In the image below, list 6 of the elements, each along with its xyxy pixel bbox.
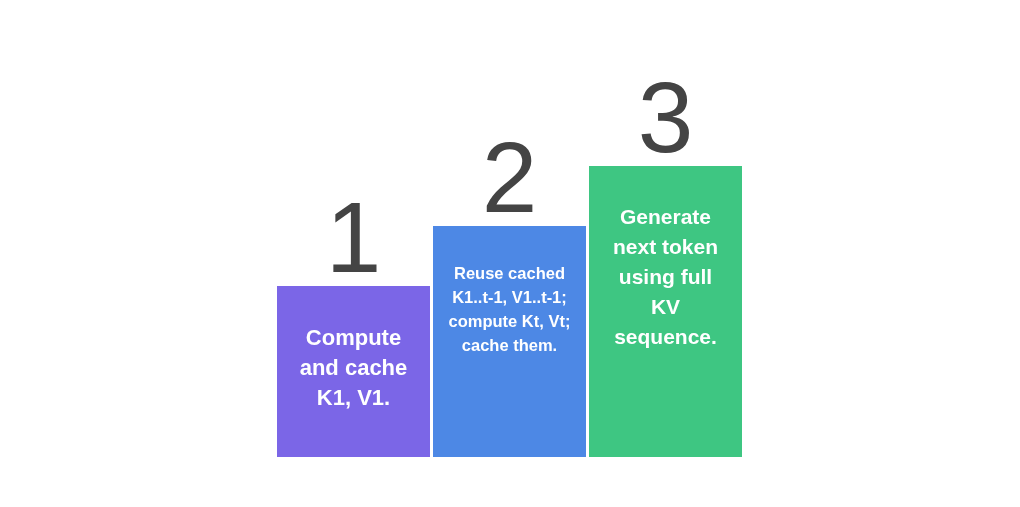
- step-number: 3: [637, 80, 694, 155]
- step-description: Compute and cache K1, V1.: [298, 324, 409, 412]
- step-number: 1: [325, 200, 382, 275]
- step-description: Generate next token using full KV sequence.: [612, 204, 719, 350]
- step-description: Reuse cached K1..t-1, V1..t-1; compute Kt, Vt; cache them.: [447, 263, 572, 356]
- step-number: 2: [481, 140, 538, 215]
